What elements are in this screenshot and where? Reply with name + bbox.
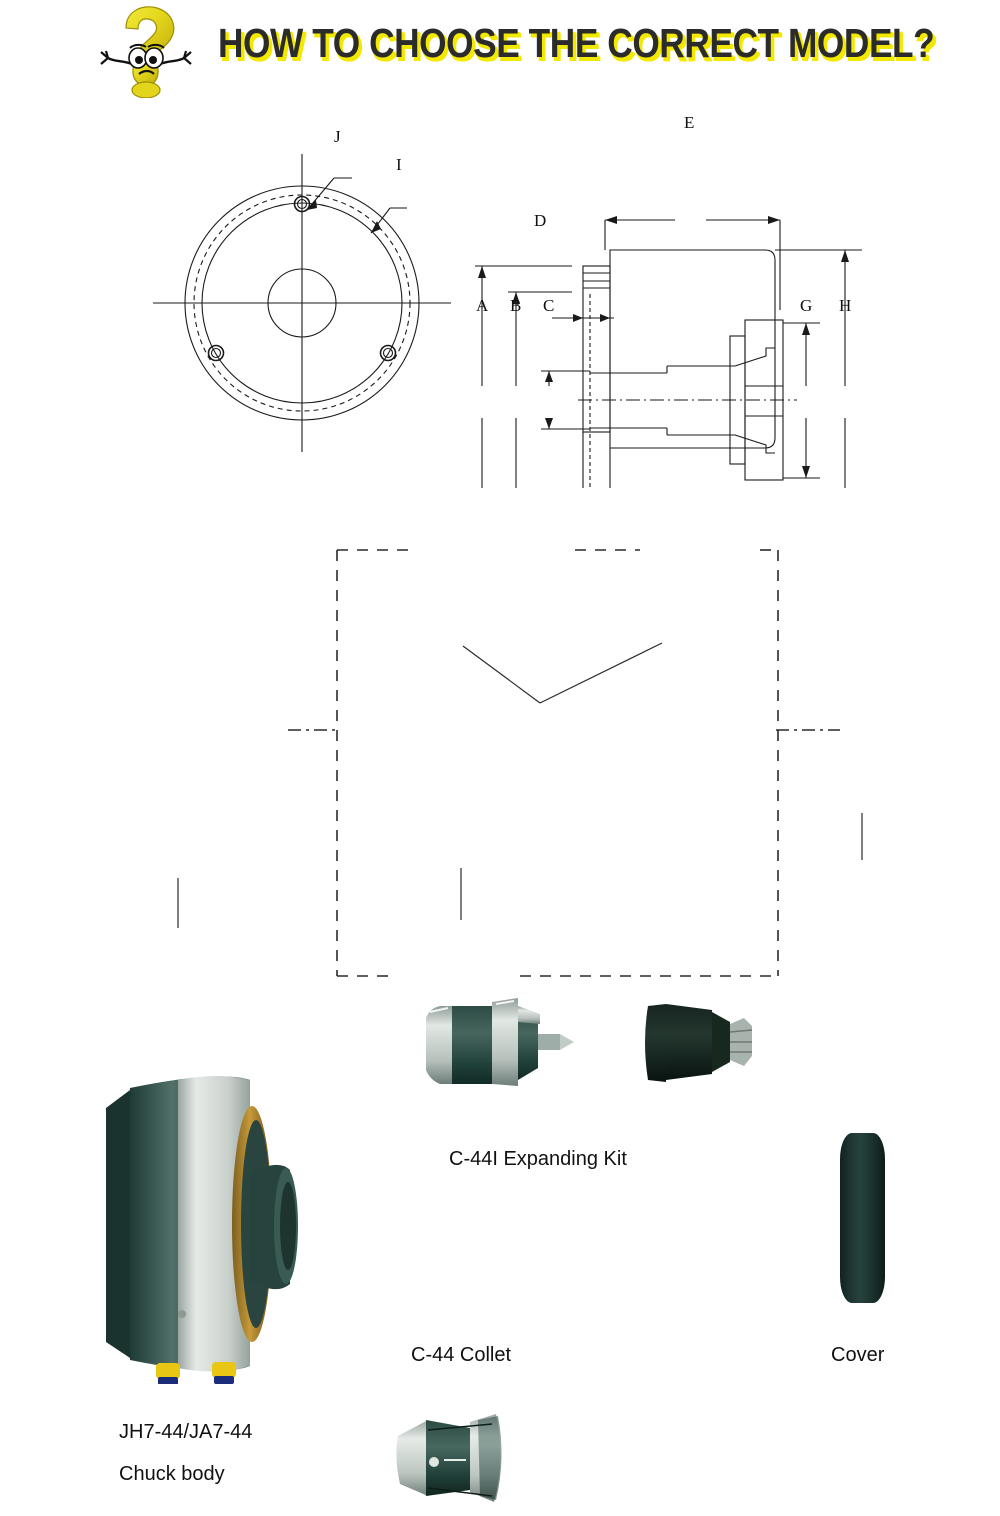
chuck-body-model-label: JH7-44/JA7-44 [119,1421,253,1443]
assembly-box [336,549,779,977]
fitting-front-icon [156,1363,180,1385]
assembly-lines-svg [177,549,863,977]
expanding-mandrel-part [414,988,574,1093]
page-header: HOW TO CHOOSE THE CORRECT MODEL? [0,0,1000,99]
chuck-body-part [100,1066,322,1385]
dimension-label-D: D [534,211,546,230]
chuck-body-label: Chuck body [119,1463,225,1485]
fitting-rear-icon [212,1362,236,1384]
drawings-svg: J I A B C D E G H [153,113,862,488]
section-view-drawing [475,216,862,488]
dimension-label-G: G [800,296,812,315]
question-mark-mascot-icon [96,2,206,99]
expanding-kit-leader [462,642,663,704]
cover-label: Cover [831,1344,885,1366]
dimension-label-C: C [543,296,554,315]
dimension-label-E: E [684,113,694,132]
collet-label: C-44 Collet [411,1344,512,1366]
front-view-drawing [153,154,451,452]
technical-drawings: J I A B C D E G H [0,98,1000,488]
dimension-label-A: A [476,296,489,315]
cover-part [840,1133,885,1303]
page-title: HOW TO CHOOSE THE CORRECT MODEL? [218,20,935,66]
front-view-label-J: J [334,127,341,146]
front-view-label-I: I [396,155,402,174]
dimension-label-B: B [510,296,521,315]
expanding-plug-part [640,996,760,1088]
expanding-kit-label: C-44I Expanding Kit [449,1148,627,1170]
collet-part [388,1406,520,1511]
exploded-assembly-diagram: C-44I Expanding Kit C-44 Collet Cover JH… [0,488,1000,1502]
dimension-label-H: H [839,296,851,315]
